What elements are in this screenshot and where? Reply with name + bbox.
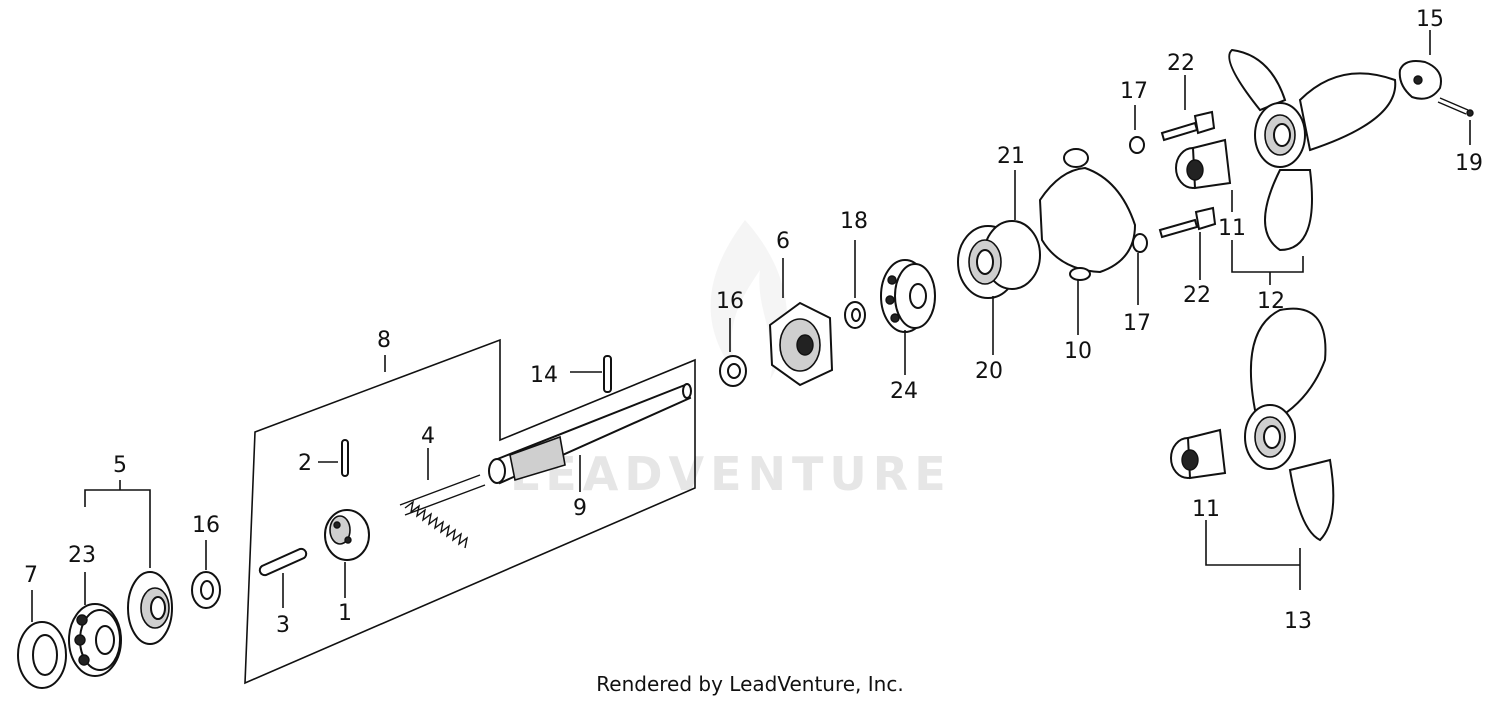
callout-12: 12 bbox=[1257, 289, 1285, 314]
callout-11-bottom: 11 bbox=[1192, 497, 1220, 522]
callout-2: 2 bbox=[298, 451, 312, 476]
callout-21: 21 bbox=[997, 144, 1025, 169]
part-20-bushing bbox=[957, 220, 1041, 299]
callout-8: 8 bbox=[377, 328, 391, 353]
part-16-washer-center bbox=[719, 355, 747, 387]
part-11-hub-bottom bbox=[1170, 428, 1227, 480]
callout-13: 13 bbox=[1284, 609, 1312, 634]
part-17-washer-bottom bbox=[1132, 233, 1148, 253]
callout-16-left: 16 bbox=[192, 513, 220, 538]
part-7-seal bbox=[17, 621, 67, 689]
callout-20: 20 bbox=[975, 359, 1003, 384]
callout-5: 5 bbox=[113, 453, 127, 478]
part-14-pin bbox=[603, 355, 612, 393]
callout-22-bottom: 22 bbox=[1183, 283, 1211, 308]
part-23-bearing bbox=[68, 603, 122, 677]
part-10-housing bbox=[1038, 148, 1137, 281]
part-6-gear bbox=[768, 301, 834, 387]
callout-22-top: 22 bbox=[1167, 51, 1195, 76]
callout-6: 6 bbox=[776, 229, 790, 254]
part-15-cap bbox=[1398, 60, 1442, 100]
part-18-washer bbox=[844, 301, 866, 329]
leader-13 bbox=[1205, 520, 1301, 590]
watermark-text: LEADVENTURE bbox=[510, 447, 952, 501]
callout-23: 23 bbox=[68, 543, 96, 568]
callout-14: 14 bbox=[530, 363, 558, 388]
callout-1: 1 bbox=[338, 601, 352, 626]
footer-credit: Rendered by LeadVenture, Inc. bbox=[596, 672, 904, 696]
callout-17-bottom: 17 bbox=[1123, 311, 1151, 336]
callout-18: 18 bbox=[840, 209, 868, 234]
leader-5 bbox=[84, 480, 151, 568]
callout-9: 9 bbox=[573, 496, 587, 521]
part-5-gear bbox=[127, 571, 173, 645]
callout-15: 15 bbox=[1416, 7, 1444, 32]
callout-19: 19 bbox=[1455, 151, 1483, 176]
part-2-pin bbox=[341, 439, 349, 477]
part-16-washer-left bbox=[191, 571, 221, 609]
assembly-8-outline bbox=[244, 338, 696, 685]
leader-12 bbox=[1231, 240, 1304, 285]
callout-10: 10 bbox=[1064, 339, 1092, 364]
part-17-washer-top bbox=[1129, 136, 1145, 154]
callout-11-top: 11 bbox=[1218, 216, 1246, 241]
part-1-clutch bbox=[324, 509, 370, 561]
callout-3: 3 bbox=[276, 613, 290, 638]
callout-4: 4 bbox=[421, 424, 435, 449]
part-11-hub-top bbox=[1175, 138, 1232, 190]
callout-16-center: 16 bbox=[716, 289, 744, 314]
part-4-spring bbox=[399, 474, 486, 549]
part-22-bolt-top bbox=[1160, 110, 1216, 142]
callout-17-top: 17 bbox=[1120, 79, 1148, 104]
callout-24: 24 bbox=[890, 379, 918, 404]
part-3-pin bbox=[258, 547, 308, 577]
part-12-propeller bbox=[1228, 48, 1397, 252]
part-22-bolt-bottom bbox=[1158, 206, 1217, 239]
part-24-bearing bbox=[880, 259, 936, 333]
part-19-cotter-pin bbox=[1437, 97, 1474, 117]
callout-7: 7 bbox=[24, 563, 38, 588]
part-13-propeller bbox=[1244, 307, 1335, 542]
part-9-shaft bbox=[488, 383, 692, 485]
